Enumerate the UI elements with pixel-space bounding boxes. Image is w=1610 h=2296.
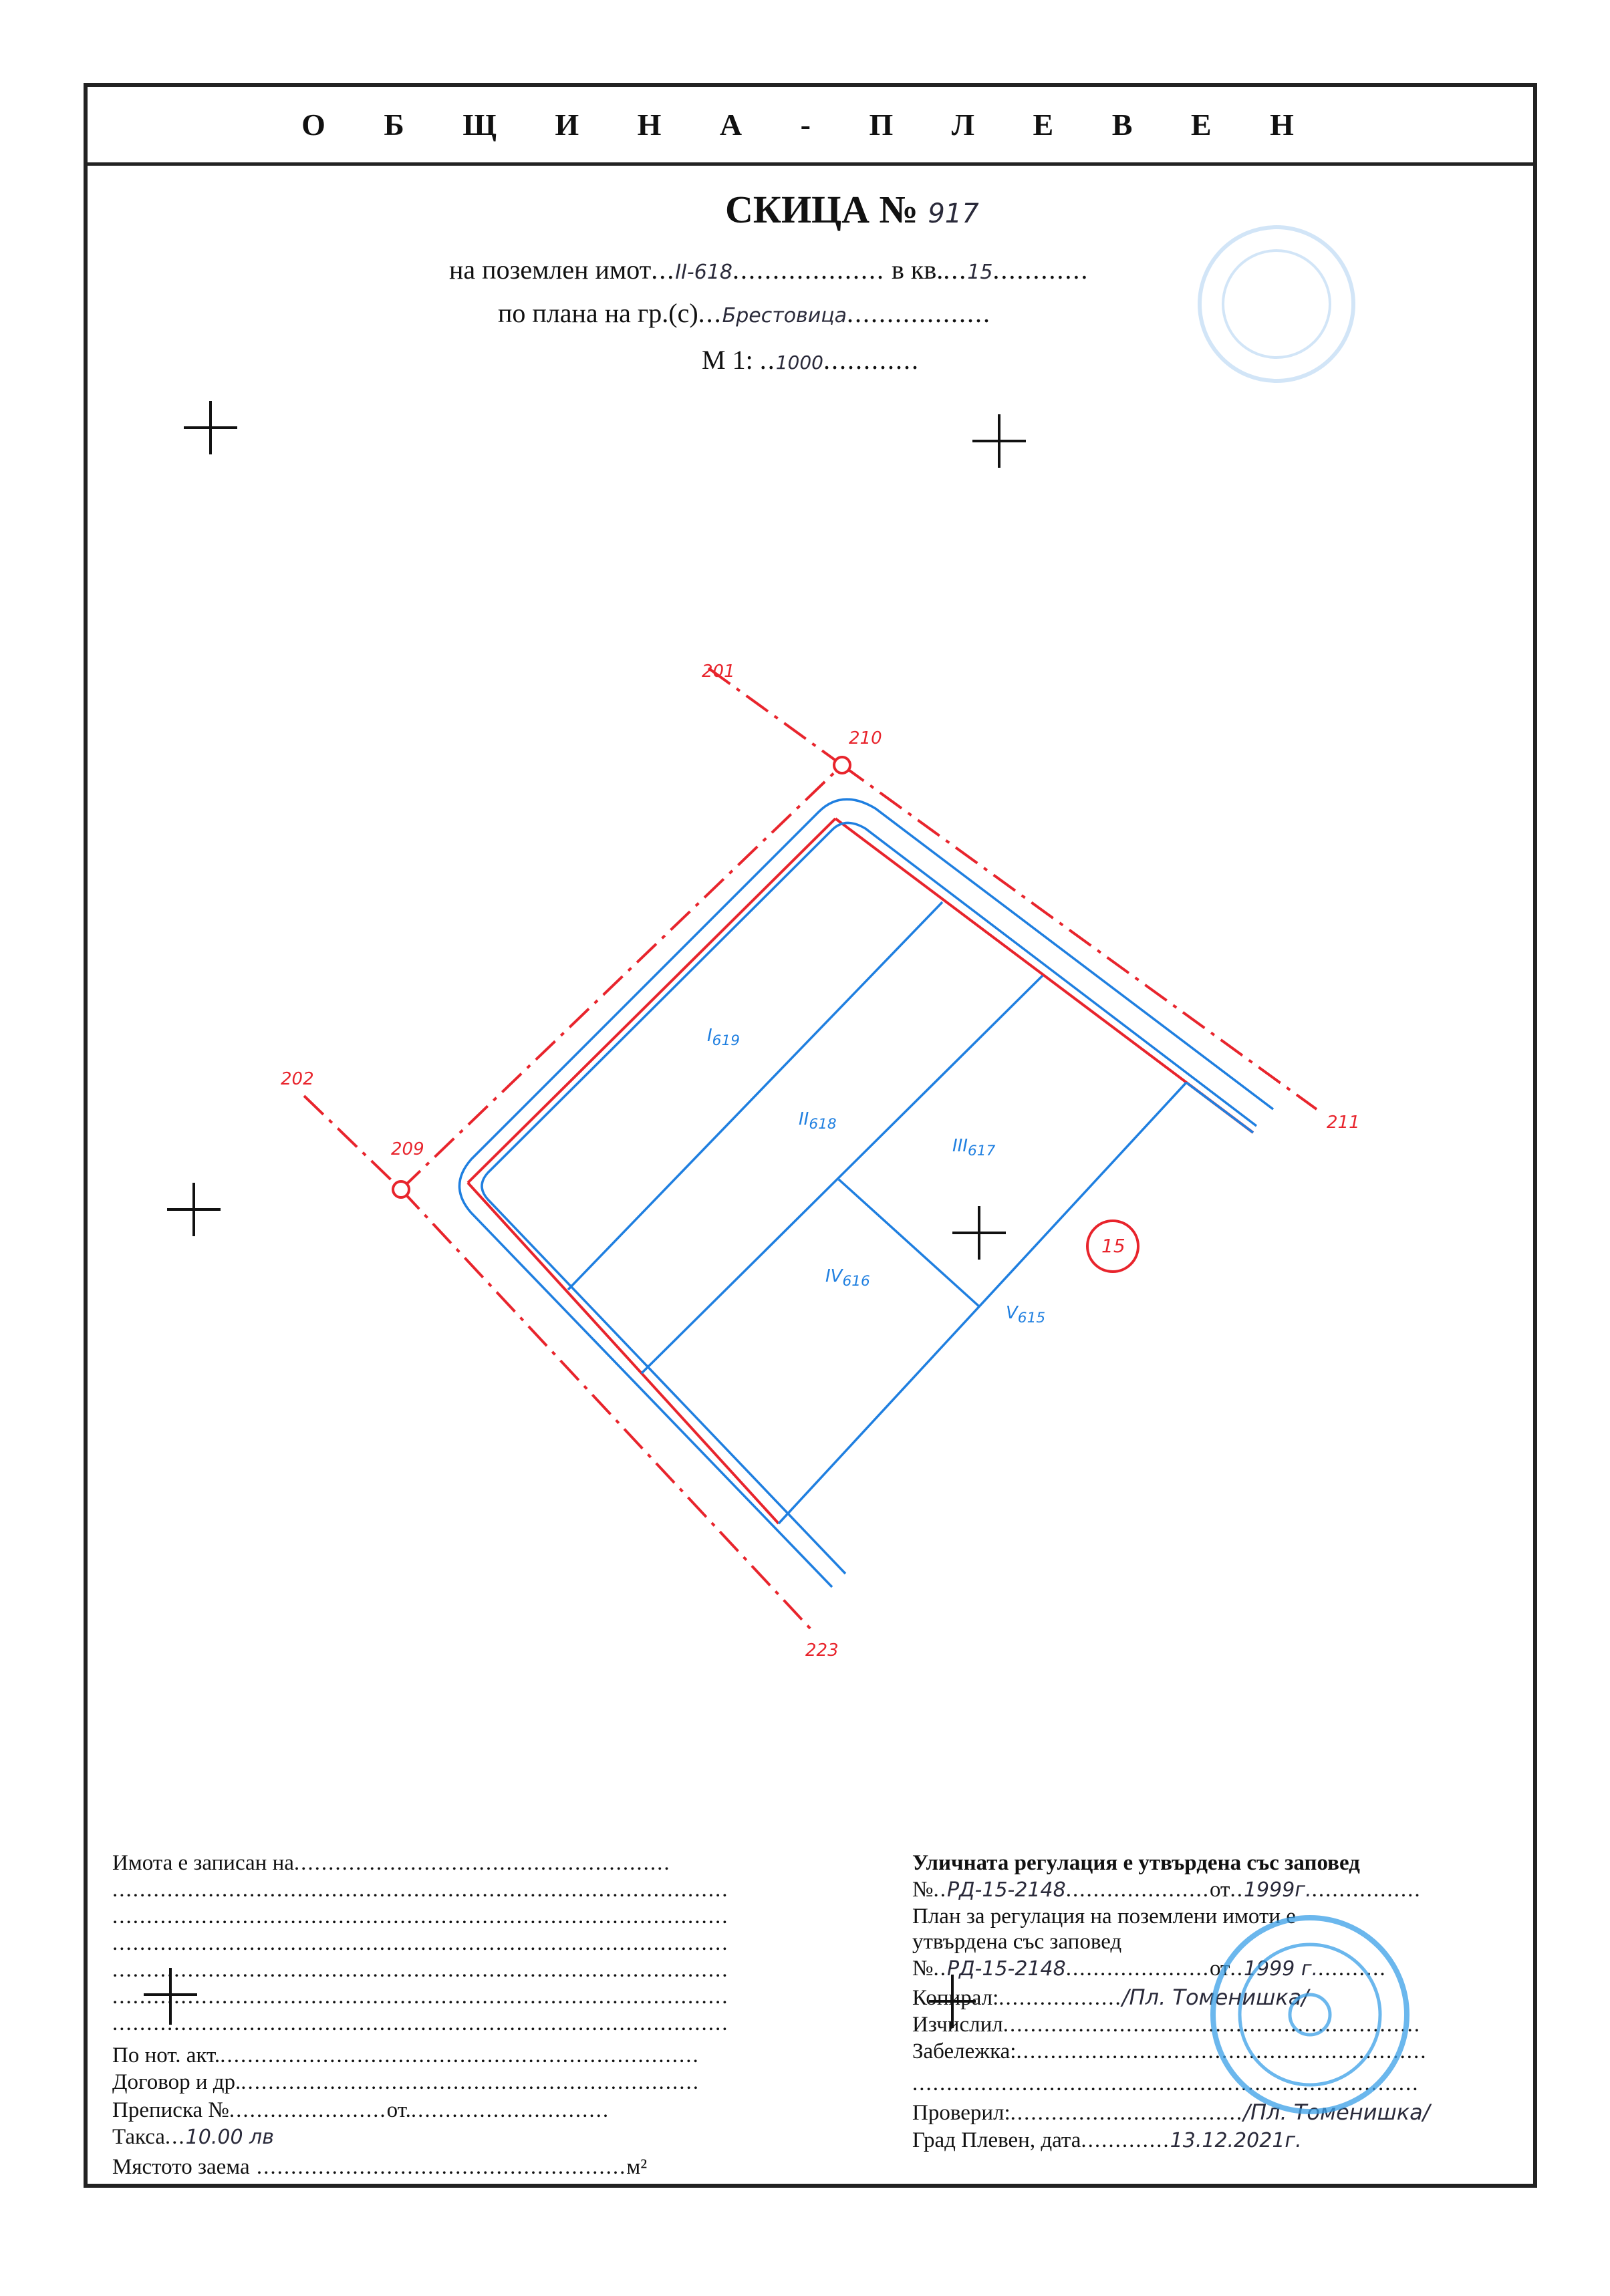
regulation-boundary — [466, 817, 1254, 1525]
street-reg-label: Уличната регулация е утвърдена със запов… — [912, 1851, 1360, 1875]
blank-line: ........................................… — [112, 2011, 729, 2035]
fee-value: 10.00 лв — [185, 2126, 274, 2149]
plan-line: по плана на гр.(с)...Брестовица.........… — [498, 298, 992, 328]
point-label: 223 — [805, 1640, 839, 1661]
block-value: 15 — [967, 261, 993, 284]
notary-line: По нот. акт.............................… — [112, 2043, 700, 2067]
blank-line: ........................................… — [112, 1904, 729, 1928]
scale-line: М 1: ..1000............ — [702, 345, 920, 375]
note-line: Забележка:..............................… — [912, 2039, 1428, 2063]
block-circle — [1086, 1219, 1139, 1273]
property-label: на поземлен имот — [449, 255, 652, 285]
calculated-line: Изчислил................................… — [912, 2013, 1421, 2037]
point-label: 202 — [281, 1069, 314, 1089]
sketch-title-label: СКИЦА № — [725, 188, 918, 231]
point-label: 209 — [391, 1139, 424, 1159]
plan-label: по плана на гр.(с) — [498, 298, 698, 328]
city-date-line: Град Плевен, дата.............13.12.2021… — [912, 2128, 1302, 2152]
municipality-title: О Б Щ И Н А - П Л Е В Е Н — [301, 108, 1319, 142]
parcel-lines — [567, 901, 1254, 1525]
scale-label: М 1: — [702, 345, 753, 375]
transcript-line: Преписка №.......................от.....… — [112, 2098, 610, 2122]
property-line: на поземлен имот...II-618...............… — [449, 255, 1089, 285]
regulation-lines — [303, 667, 1318, 1632]
sheet-frame: О Б Щ И Н А - П Л Е В Е Н — [84, 83, 1537, 2188]
blank-line: ........................................… — [112, 1985, 729, 2009]
block-circle-label: 15 — [1101, 1235, 1125, 1257]
parcel-label: III617 — [952, 1136, 996, 1160]
header-band: О Б Щ И Н А - П Л Е В Е Н — [88, 87, 1533, 166]
survey-crosses — [144, 401, 1026, 2028]
block-label: в кв. — [892, 255, 944, 285]
sketch-number: 917 — [928, 198, 979, 229]
property-value: II-618 — [675, 261, 733, 284]
blank-line: ........................................… — [112, 1931, 729, 1955]
scale-value: 1000 — [775, 351, 823, 374]
contract-line: Договор и др............................… — [112, 2070, 700, 2094]
sketch-title: СКИЦА № 917 — [725, 187, 979, 232]
point-label: 210 — [849, 728, 882, 748]
plan-reg-label2: утвърдена със заповед — [912, 1930, 1122, 1954]
parcel-label: II618 — [799, 1109, 837, 1133]
registered-line: Имота е записан на......................… — [112, 1851, 671, 1875]
area-line: Мястото заема ..........................… — [112, 2155, 648, 2179]
plan-order-line: №..РД-15-2148.....................от..19… — [912, 1957, 1387, 1981]
blank-line: ........................................… — [912, 2071, 1420, 2096]
plan-reg-label: План за регулация на поземлени имоти е — [912, 1904, 1296, 1928]
copied-line: Копирал:................../Пл. Томенишка… — [912, 1985, 1309, 2010]
plan-value: Брестовица — [722, 304, 847, 327]
point-label: 201 — [702, 662, 735, 682]
street-lines — [458, 798, 1274, 1588]
checked-line: Проверил:...............................… — [912, 2100, 1430, 2125]
blank-line: ........................................… — [112, 1878, 729, 1902]
point-markers — [392, 756, 851, 1199]
point-label: 211 — [1327, 1113, 1360, 1133]
street-order-line: №..РД-15-2148.....................от..19… — [912, 1878, 1422, 1902]
blank-line: ........................................… — [112, 1958, 729, 1982]
parcel-label: V615 — [1006, 1303, 1046, 1327]
parcel-label: IV616 — [825, 1266, 870, 1290]
parcel-label: I619 — [707, 1026, 741, 1050]
fee-line: Такса...10.00 лв — [112, 2125, 274, 2149]
